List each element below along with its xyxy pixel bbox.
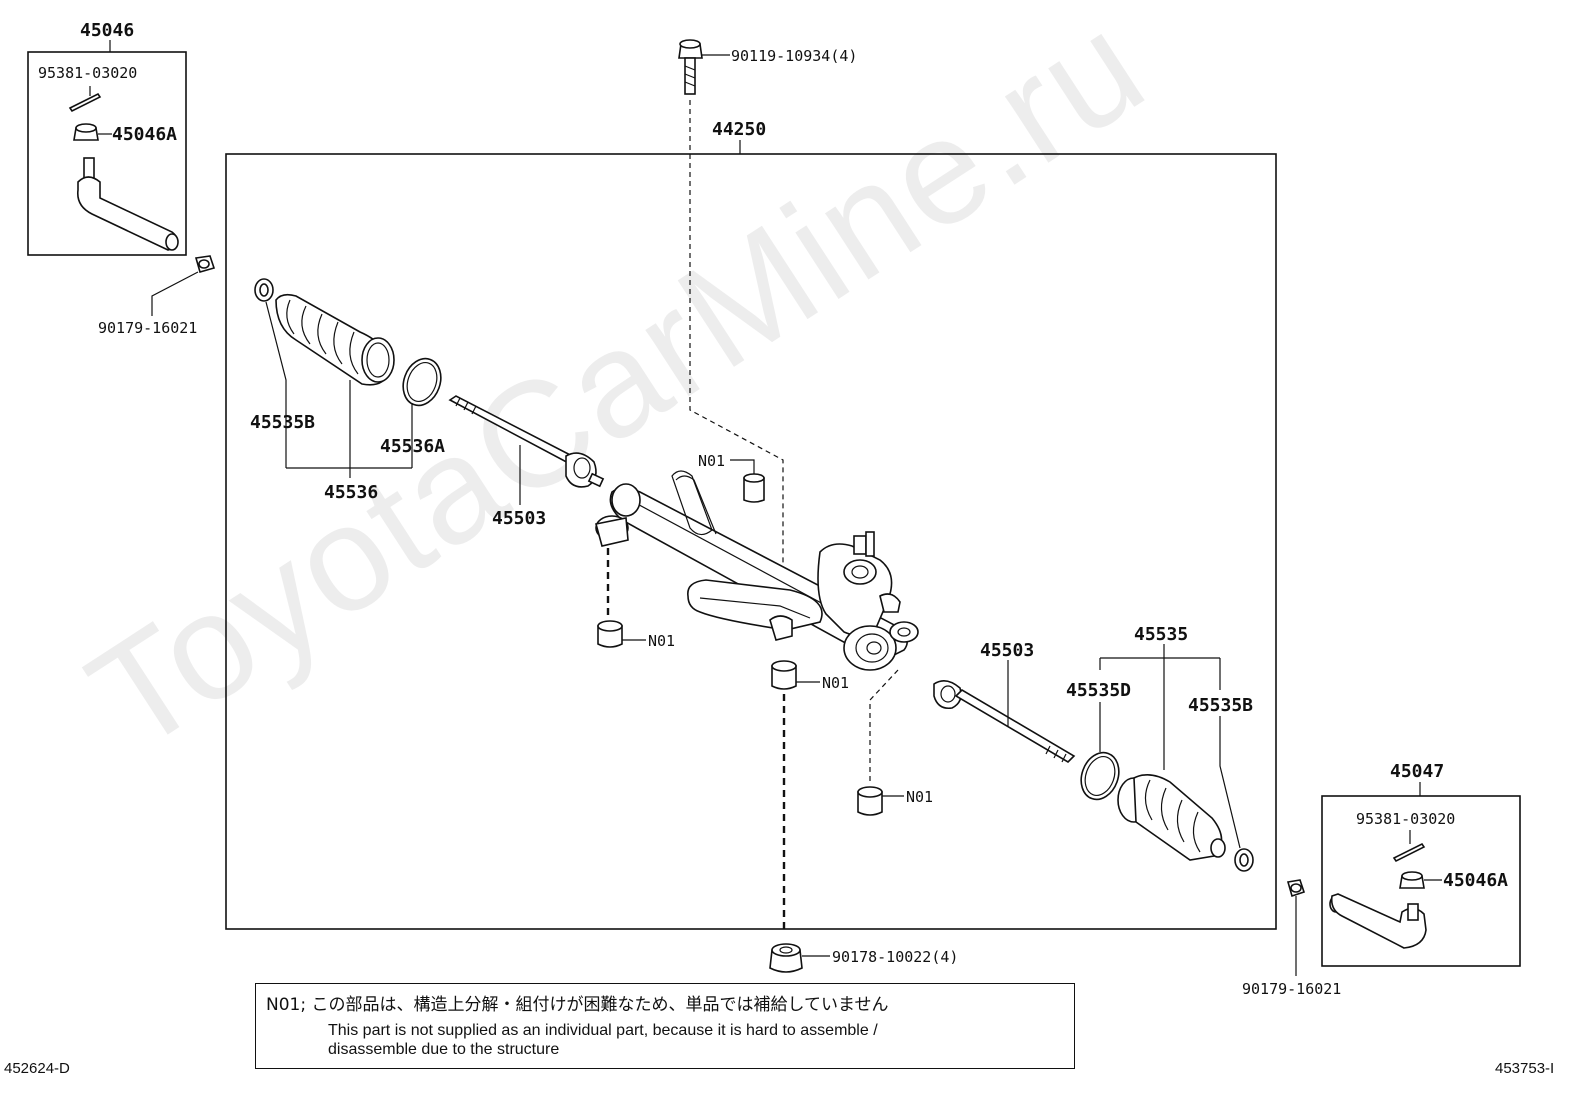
label-45046A-left: 45046A	[112, 124, 177, 145]
footnote-japanese: N01; この部品は、構造上分解・組付けが困難なため、単品では補給していません	[266, 995, 889, 1015]
label-45047: 45047	[1390, 761, 1444, 782]
bellows-boot-left	[275, 293, 395, 386]
boot-clamp-45536A	[402, 357, 442, 407]
footnote-english-line1: This part is not supplied as an individu…	[328, 1022, 878, 1039]
label-n01-right: N01	[906, 788, 933, 806]
label-45046: 45046	[80, 20, 134, 41]
boot-clamp-45535D	[1080, 751, 1120, 801]
boot-clip-right	[1234, 848, 1254, 872]
label-45046A-right: 45046A	[1443, 870, 1508, 891]
leader-n01-top	[730, 459, 755, 474]
diagram-code-left: 452624-D	[4, 1060, 70, 1077]
bushing-n01-top	[743, 473, 765, 503]
castle-nut-right	[1399, 871, 1425, 889]
leader-45535B-right	[1219, 716, 1241, 849]
leader-90179-left	[151, 271, 199, 316]
kit-frame-45046	[27, 51, 187, 256]
label-95381-right: 95381-03020	[1356, 810, 1455, 828]
inner-tie-rod-left	[448, 395, 605, 488]
label-44250: 44250	[712, 119, 766, 140]
label-90119: 90119-10934(4)	[731, 47, 857, 65]
cotter-pin-left	[68, 92, 102, 113]
label-45535B-right: 45535B	[1188, 695, 1253, 716]
diagram-code-right: 453753-I	[1495, 1060, 1555, 1077]
label-95381-left: 95381-03020	[38, 64, 137, 82]
label-45536A: 45536A	[380, 436, 445, 457]
cotter-pin-right	[1392, 842, 1426, 863]
label-n01-top: N01	[698, 452, 725, 470]
label-90179-right: 90179-16021	[1242, 980, 1341, 998]
label-45535: 45535	[1134, 624, 1188, 645]
nut-90179-left	[194, 255, 216, 273]
label-90179-left: 90179-16021	[98, 319, 197, 337]
mounting-bolt-90119	[678, 39, 703, 95]
label-n01-mid: N01	[822, 674, 849, 692]
bushing-n01-right	[857, 786, 883, 816]
bellows-boot-right	[1117, 774, 1226, 861]
label-45503-right: 45503	[980, 640, 1034, 661]
steering-rack-housing	[595, 470, 919, 671]
footnote-english-line2: disassemble due to the structure	[328, 1041, 560, 1058]
boot-clip-left	[254, 278, 274, 302]
inner-tie-rod-right	[933, 680, 1076, 764]
label-90178: 90178-10022(4)	[832, 948, 958, 966]
label-45536: 45536	[324, 482, 378, 503]
kit-frame-45047	[1321, 795, 1521, 967]
mounting-nut-90178	[769, 943, 803, 973]
assembly-frame-44250	[225, 153, 1277, 930]
leader-45535B-left	[265, 301, 287, 468]
nut-90179-right	[1286, 879, 1306, 898]
label-n01-left: N01	[648, 632, 675, 650]
bushing-n01-mid	[771, 660, 797, 690]
footnote-box: N01; この部品は、構造上分解・組付けが困難なため、単品では補給していません …	[255, 983, 1075, 1069]
castle-nut-left	[73, 123, 99, 141]
label-45535D: 45535D	[1066, 680, 1131, 701]
tie-rod-end-left	[76, 157, 179, 251]
bushing-n01-left	[597, 620, 623, 648]
dash-bolt-path	[689, 100, 784, 590]
label-45503-left: 45503	[492, 508, 546, 529]
dash-n01-right	[869, 669, 899, 782]
tie-rod-end-right	[1329, 893, 1427, 949]
label-45535B-left: 45535B	[250, 412, 315, 433]
